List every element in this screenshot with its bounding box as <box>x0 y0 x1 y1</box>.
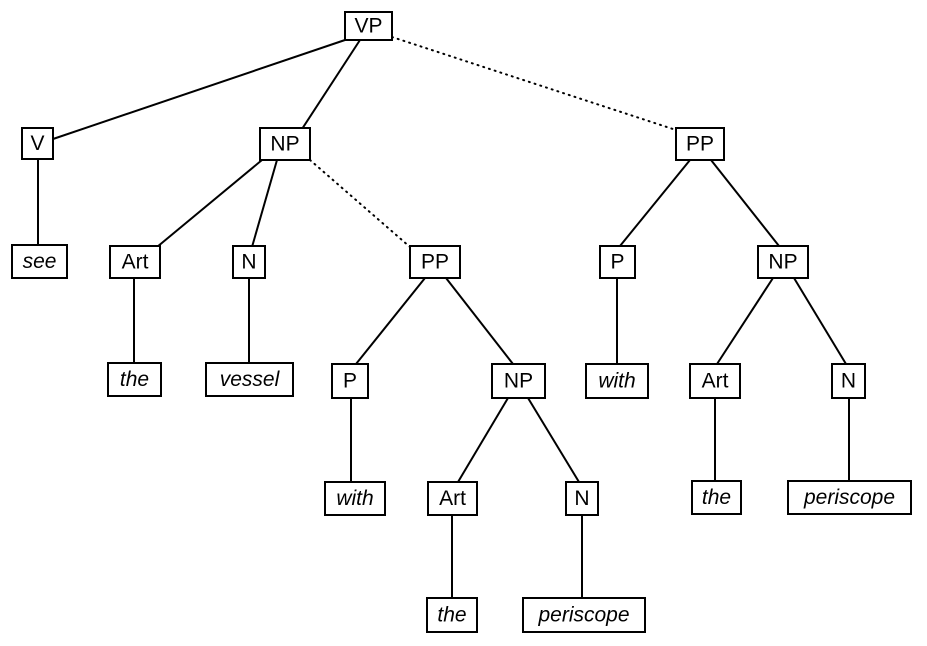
node-label-v: V <box>30 132 44 155</box>
tree-node-the_right[interactable]: the <box>691 480 742 515</box>
node-label-the1: the <box>120 368 149 391</box>
node-box-the_right <box>691 480 742 515</box>
tree-edge-np1-to-pp_mid <box>309 159 411 248</box>
node-label-vp: VP <box>354 15 382 38</box>
node-label-with_mid: with <box>336 487 373 510</box>
node-box-the1 <box>107 362 162 397</box>
tree-node-with_mid[interactable]: with <box>324 481 386 516</box>
tree-node-art_mid[interactable]: Art <box>427 481 478 516</box>
tree-edge-np1-to-n1 <box>251 159 278 248</box>
node-label-p_right: P <box>610 251 624 274</box>
node-label-art1: Art <box>122 251 149 274</box>
tree-node-peri_mid[interactable]: periscope <box>522 597 646 633</box>
tree-node-art1[interactable]: Art <box>109 245 161 279</box>
node-box-p_mid <box>331 363 369 399</box>
node-box-with_mid <box>324 481 386 516</box>
node-label-pp_mid: PP <box>421 251 449 274</box>
node-label-see: see <box>23 250 57 273</box>
tree-edge-np_mid-to-n_mid <box>527 397 580 483</box>
tree-node-see[interactable]: see <box>11 244 68 279</box>
node-layer: VPVseeNPArttheNvesselPPPwithNPArttheNper… <box>11 11 912 633</box>
tree-node-vp[interactable]: VP <box>344 11 393 41</box>
node-box-peri_mid <box>522 597 646 633</box>
node-box-peri_right <box>787 480 912 515</box>
node-box-the_mid <box>426 597 478 633</box>
node-box-pp_mid <box>409 245 461 279</box>
tree-edge-pp_mid-to-np_mid <box>445 277 514 365</box>
tree-edge-vp-to-np1 <box>301 39 361 130</box>
tree-edge-pp_right-to-p_right <box>619 159 691 247</box>
node-box-n1 <box>232 245 266 279</box>
tree-node-peri_right[interactable]: periscope <box>787 480 912 515</box>
node-box-pp_right <box>675 127 725 161</box>
tree-edge-vp-to-v <box>52 39 346 140</box>
node-label-np_mid: NP <box>504 370 533 393</box>
node-label-vessel: vessel <box>220 368 281 391</box>
tree-node-art_right[interactable]: Art <box>689 363 741 399</box>
tree-node-the_mid[interactable]: the <box>426 597 478 633</box>
tree-node-n_mid[interactable]: N <box>565 481 599 516</box>
node-label-the_mid: the <box>437 604 466 627</box>
node-label-art_mid: Art <box>439 487 466 510</box>
tree-node-np_mid[interactable]: NP <box>491 363 546 399</box>
node-box-np_right <box>757 245 809 279</box>
node-label-n_right: N <box>841 370 856 393</box>
node-box-vp <box>344 11 393 41</box>
node-label-p_mid: P <box>343 370 357 393</box>
tree-node-pp_mid[interactable]: PP <box>409 245 461 279</box>
tree-edge-vp-to-pp_right <box>391 36 677 131</box>
node-label-peri_right: periscope <box>803 486 895 509</box>
node-label-n1: N <box>241 251 256 274</box>
node-box-n_mid <box>565 481 599 516</box>
node-box-n_right <box>831 363 866 399</box>
tree-edge-np_right-to-n_right <box>793 277 847 365</box>
node-box-np1 <box>259 127 311 161</box>
node-label-with_right: with <box>598 370 635 393</box>
node-label-n_mid: N <box>574 487 589 510</box>
tree-node-pp_right[interactable]: PP <box>675 127 725 161</box>
edge-layer <box>37 36 850 598</box>
tree-edge-np1-to-art1 <box>156 159 263 248</box>
node-label-pp_right: PP <box>686 133 714 156</box>
node-box-see <box>11 244 68 279</box>
tree-edge-np_mid-to-art_mid <box>457 397 509 483</box>
tree-node-the1[interactable]: the <box>107 362 162 397</box>
tree-edge-np_right-to-art_right <box>716 277 774 365</box>
node-box-art_mid <box>427 481 478 516</box>
tree-node-np1[interactable]: NP <box>259 127 311 161</box>
node-box-p_right <box>599 245 636 279</box>
node-label-np1: NP <box>270 133 299 156</box>
tree-node-with_right[interactable]: with <box>585 363 649 399</box>
tree-node-p_mid[interactable]: P <box>331 363 369 399</box>
tree-edge-pp_right-to-np_right <box>710 159 780 247</box>
node-box-with_right <box>585 363 649 399</box>
tree-node-vessel[interactable]: vessel <box>205 362 294 397</box>
tree-node-n_right[interactable]: N <box>831 363 866 399</box>
node-label-the_right: the <box>702 486 731 509</box>
node-box-art1 <box>109 245 161 279</box>
tree-node-np_right[interactable]: NP <box>757 245 809 279</box>
node-box-vessel <box>205 362 294 397</box>
node-box-v <box>21 127 54 160</box>
node-label-peri_mid: periscope <box>537 604 629 627</box>
tree-node-v[interactable]: V <box>21 127 54 160</box>
node-box-art_right <box>689 363 741 399</box>
tree-node-p_right[interactable]: P <box>599 245 636 279</box>
node-label-np_right: NP <box>768 251 797 274</box>
tree-node-n1[interactable]: N <box>232 245 266 279</box>
node-label-art_right: Art <box>702 370 729 393</box>
node-box-np_mid <box>491 363 546 399</box>
tree-edge-pp_mid-to-p_mid <box>355 277 426 365</box>
